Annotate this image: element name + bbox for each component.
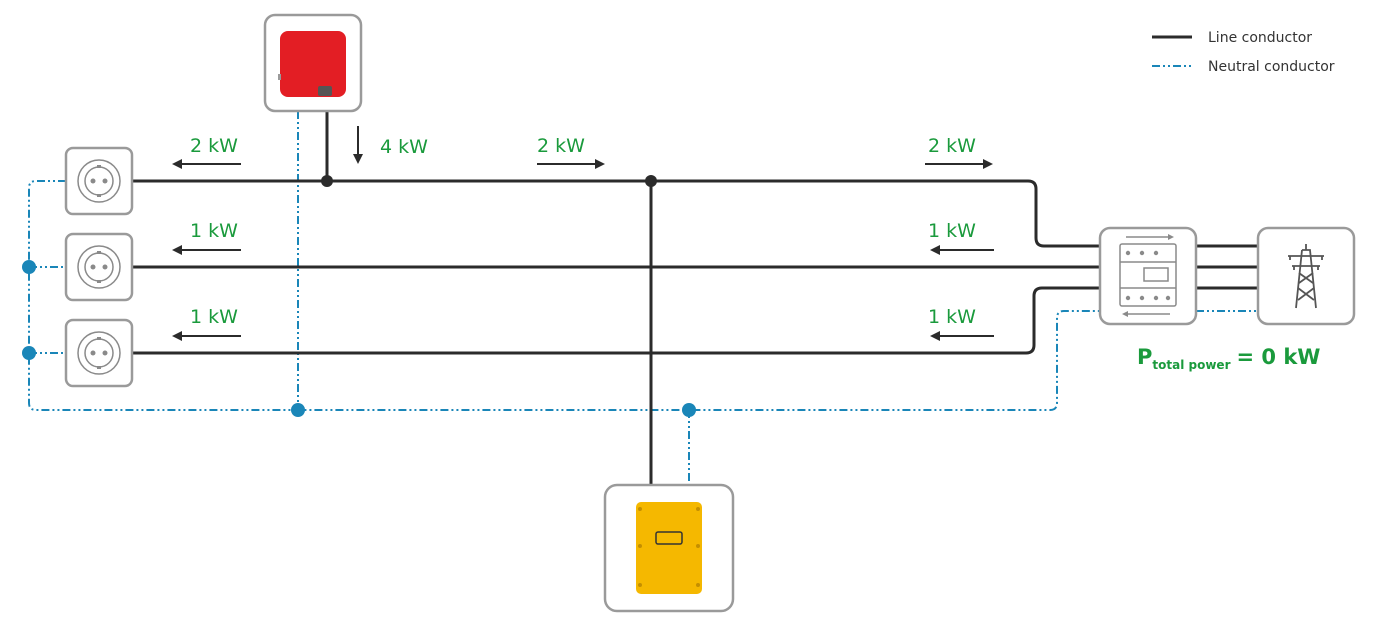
arrow-outlet-1-left <box>172 159 241 169</box>
outlet-3 <box>64 318 134 388</box>
line-conductor-3 <box>132 286 1100 355</box>
pv-inverter-icon <box>278 31 346 97</box>
power-pylon-icon <box>1288 244 1324 309</box>
arrow-pv-down <box>353 126 363 164</box>
junction-neutral-battery <box>682 403 696 417</box>
junction-nodes <box>22 175 696 417</box>
legend-neutral-conductor-label: Neutral conductor <box>1208 59 1335 75</box>
junction-pv-line <box>321 175 333 187</box>
arrow-grid-3-left <box>930 331 994 341</box>
arrow-to-battery-right <box>537 159 605 169</box>
flow-label-to-battery: 2 kW <box>537 135 585 157</box>
line-conductors <box>132 111 1258 485</box>
line-conductor-1 <box>132 179 1100 248</box>
total-power-symbol: P <box>1137 345 1152 369</box>
power-outlet-icon <box>77 245 121 289</box>
grid-connection <box>1256 226 1356 326</box>
outlet-2 <box>64 232 134 302</box>
flow-label-outlet-3: 1 kW <box>190 306 238 328</box>
arrow-grid-2-left <box>930 245 994 255</box>
junction-neutral-outlet-3 <box>22 346 36 360</box>
flow-label-grid-3: 1 kW <box>928 306 976 328</box>
flow-label-grid-2: 1 kW <box>928 220 976 242</box>
neutral-conductors <box>28 111 1258 485</box>
arrow-grid-1-right <box>925 159 993 169</box>
power-outlet-icon <box>77 159 121 203</box>
arrow-outlet-2-left <box>172 245 241 255</box>
legend-line-conductor-label: Line conductor <box>1208 30 1312 46</box>
junction-battery-line <box>645 175 657 187</box>
battery-inverter <box>603 483 735 613</box>
energy-meter <box>1098 226 1198 326</box>
total-power-subscript: total power <box>1152 358 1230 372</box>
total-power-label: Ptotal power = 0 kW <box>1137 345 1320 372</box>
energy-meter-icon <box>1119 234 1177 317</box>
battery-inverter-icon <box>636 502 702 594</box>
junction-neutral-pv <box>291 403 305 417</box>
neutral-outlet-1 <box>28 180 1100 411</box>
flow-label-grid-1: 2 kW <box>928 135 976 157</box>
flow-labels: 2 kW 1 kW 1 kW 4 kW 2 kW 2 kW 1 kW 1 kW <box>190 135 976 328</box>
pv-inverter <box>263 13 363 113</box>
junction-neutral-outlet-2 <box>22 260 36 274</box>
arrow-outlet-3-left <box>172 331 241 341</box>
outlet-1 <box>64 146 134 216</box>
total-power-value: = 0 kW <box>1237 345 1321 369</box>
flow-label-outlet-2: 1 kW <box>190 220 238 242</box>
power-outlet-icon <box>77 331 121 375</box>
legend: Line conductor Neutral conductor <box>1152 30 1335 75</box>
flow-arrows <box>172 126 994 341</box>
flow-label-outlet-1: 2 kW <box>190 135 238 157</box>
flow-label-pv-inverter: 4 kW <box>380 136 428 158</box>
